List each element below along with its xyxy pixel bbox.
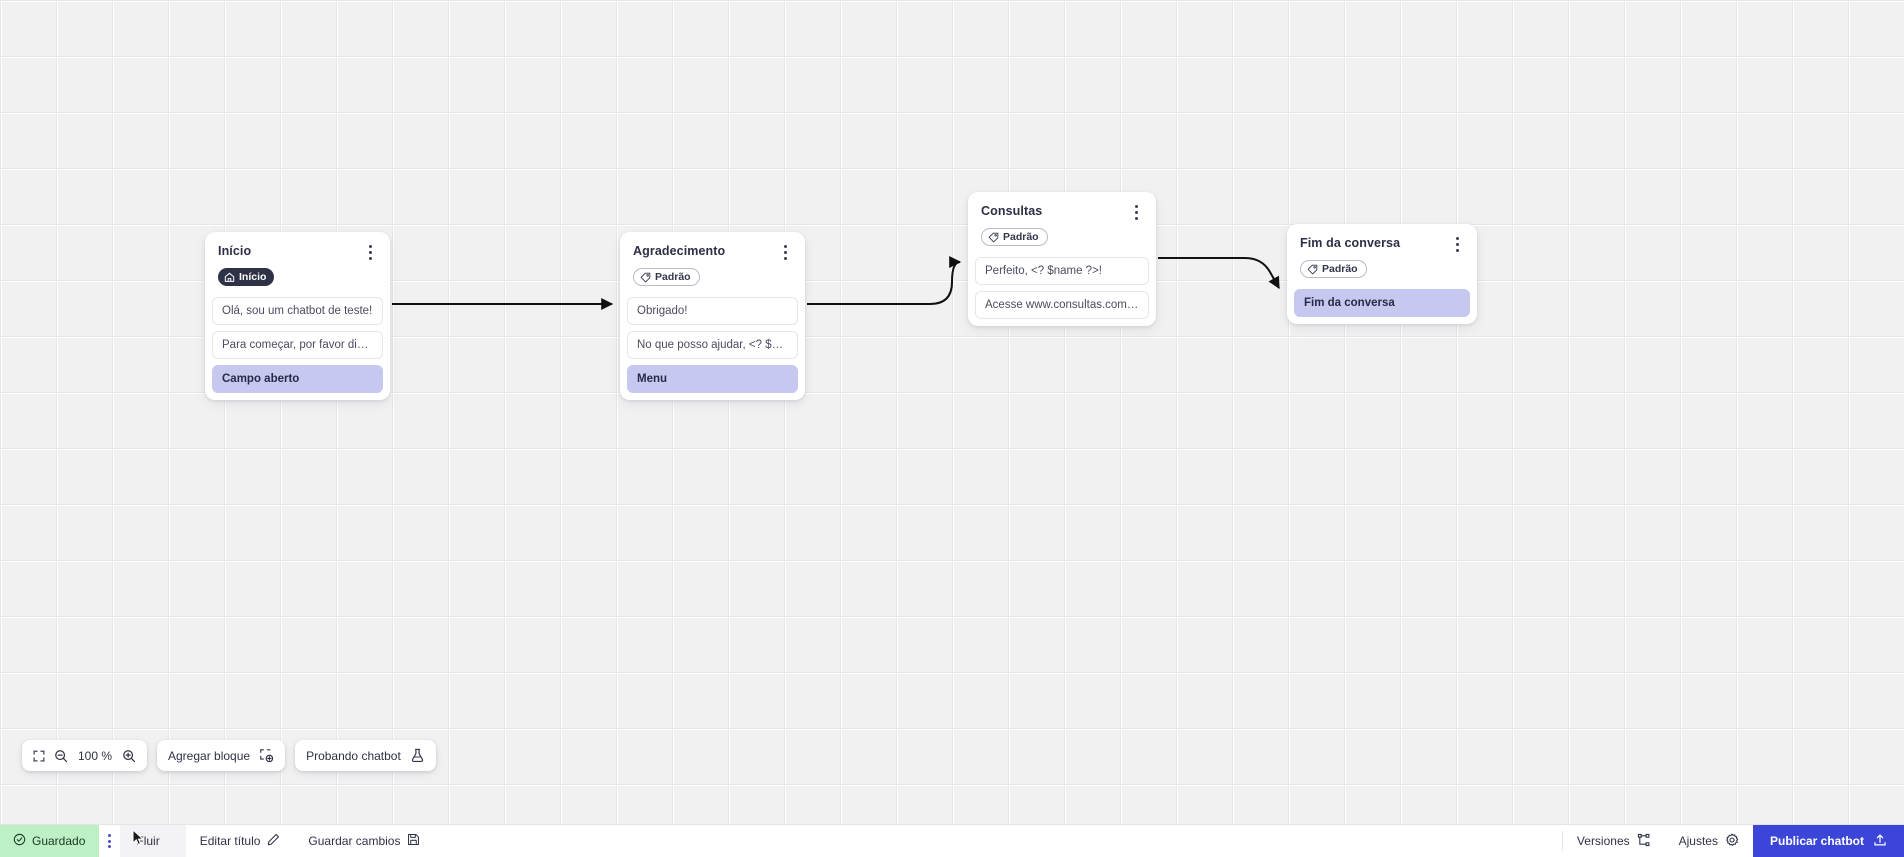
node-badge-label: Padrão xyxy=(1003,230,1039,243)
tag-icon xyxy=(1307,264,1318,275)
zoom-controls: 100 % xyxy=(22,740,147,771)
flask-icon xyxy=(410,748,425,763)
tab-flow[interactable]: Fluir xyxy=(120,825,186,857)
canvas-toolbar: 100 % Agregar bloque Probando chatbot xyxy=(22,740,436,771)
node-badge-row: Início xyxy=(205,261,390,297)
node-row-message[interactable]: Obrigado! xyxy=(627,296,798,325)
node-badge[interactable]: Padrão xyxy=(633,268,700,286)
edit-title-label: Editar título xyxy=(199,834,261,848)
node-badge[interactable]: Início xyxy=(218,268,275,286)
node-rows: Obrigado! No que posso ajudar, <? $name .… xyxy=(620,296,805,393)
fullscreen-icon[interactable] xyxy=(33,750,45,762)
node-badge[interactable]: Padrão xyxy=(981,228,1048,246)
pencil-icon xyxy=(267,833,280,849)
check-circle-icon xyxy=(13,833,26,849)
tab-flow-label: Fluir xyxy=(136,834,160,848)
zoom-in-icon[interactable] xyxy=(122,749,136,763)
add-block-label: Agregar bloque xyxy=(168,748,251,763)
edge-consultas-fim xyxy=(1158,257,1280,290)
node-title: Início xyxy=(218,244,252,258)
node-menu-icon[interactable] xyxy=(362,243,378,261)
settings-label: Ajustes xyxy=(1678,834,1718,848)
node-badge-label: Padrão xyxy=(1322,262,1358,275)
tag-icon xyxy=(988,232,999,243)
edge-agradecimento-consultas xyxy=(807,256,962,305)
tag-icon xyxy=(640,272,651,283)
versions-label: Versiones xyxy=(1576,834,1630,848)
add-block-button[interactable]: Agregar bloque xyxy=(157,740,286,771)
node-badge-row: Padrão xyxy=(968,221,1156,257)
test-chatbot-button[interactable]: Probando chatbot xyxy=(295,740,436,771)
flow-menu-icon[interactable] xyxy=(99,825,120,857)
node-menu-icon[interactable] xyxy=(777,243,793,261)
gear-icon xyxy=(1725,833,1739,850)
node-rows: Perfeito, <? $name ?>! Acesse www.consult… xyxy=(968,256,1156,319)
save-changes-button[interactable]: Guardar cambios xyxy=(294,825,434,857)
node-title: Agradecimento xyxy=(633,244,726,258)
upload-icon xyxy=(1873,833,1887,850)
node-header: Fim da conversa xyxy=(1287,224,1477,253)
node-row-message[interactable]: No que posso ajudar, <? $name ... xyxy=(627,330,798,359)
statusbar-spacer xyxy=(434,825,1561,857)
publish-chatbot-button[interactable]: Publicar chatbot xyxy=(1752,825,1904,857)
node-row-action[interactable]: Fim da conversa xyxy=(1294,288,1470,317)
zoom-out-icon[interactable] xyxy=(54,749,68,763)
saved-status-badge: Guardado xyxy=(0,825,100,857)
node-row-message[interactable]: Para começar, por favor digite o ... xyxy=(212,330,383,359)
node-rows: Olá, sou um chatbot de teste! Para começa… xyxy=(205,296,390,393)
node-row-message[interactable]: Perfeito, <? $name ?>! xyxy=(975,256,1149,285)
node-title: Fim da conversa xyxy=(1300,236,1401,250)
connection-edges xyxy=(392,256,1280,310)
versions-button[interactable]: Versiones xyxy=(1563,825,1665,857)
node-row-message[interactable]: Acesse www.consultas.com par... xyxy=(975,290,1149,319)
statusbar-divider xyxy=(1561,831,1563,851)
node-row-action[interactable]: Campo aberto xyxy=(212,364,383,393)
node-row-message[interactable]: Olá, sou um chatbot de teste! xyxy=(212,296,383,325)
zoom-level-value: 100 % xyxy=(77,748,113,763)
branch-icon xyxy=(1637,833,1651,850)
node-badge-row: Padrão xyxy=(620,261,805,297)
save-icon xyxy=(407,833,420,849)
node-badge[interactable]: Padrão xyxy=(1300,260,1367,278)
node-badge-label: Início xyxy=(239,270,267,283)
edit-title-button[interactable]: Editar título xyxy=(186,825,295,857)
node-header: Início xyxy=(205,232,390,261)
node-menu-icon[interactable] xyxy=(1128,203,1144,221)
home-icon xyxy=(224,272,235,283)
node-title: Consultas xyxy=(981,204,1043,218)
save-changes-label: Guardar cambios xyxy=(308,834,401,848)
node-badge-row: Padrão xyxy=(1287,253,1477,289)
bottom-status-bar: Guardado Fluir Editar título Guardar cam… xyxy=(0,824,1904,857)
node-rows: Fim da conversa xyxy=(1287,288,1477,317)
node-badge-label: Padrão xyxy=(655,270,691,283)
saved-status-label: Guardado xyxy=(32,834,86,848)
test-chatbot-label: Probando chatbot xyxy=(306,748,401,763)
node-row-action[interactable]: Menu xyxy=(627,364,798,393)
node-header: Agradecimento xyxy=(620,232,805,261)
publish-chatbot-label: Publicar chatbot xyxy=(1769,834,1864,848)
add-block-icon xyxy=(259,748,274,763)
node-menu-icon[interactable] xyxy=(1449,235,1465,253)
node-header: Consultas xyxy=(968,192,1156,221)
settings-button[interactable]: Ajustes xyxy=(1665,825,1753,857)
